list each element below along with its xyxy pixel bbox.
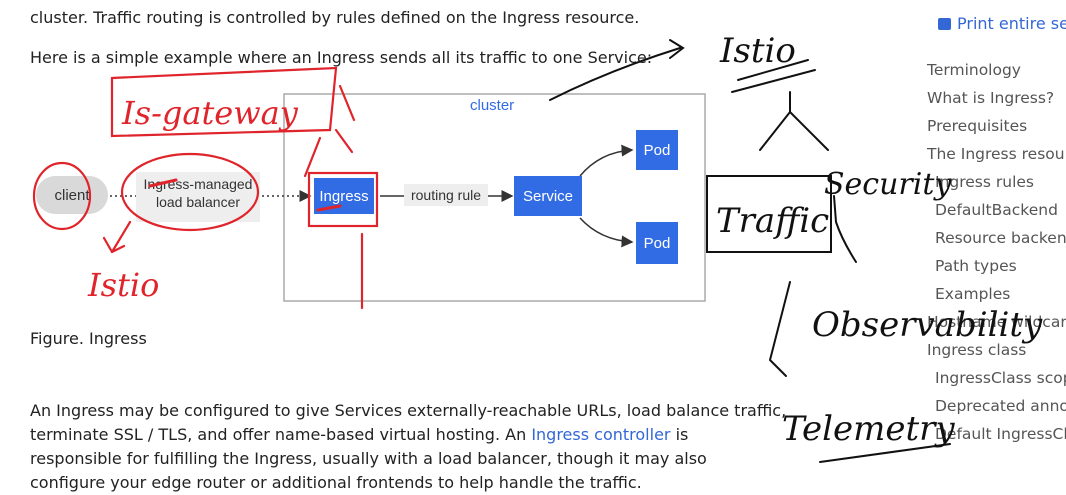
cluster-label: cluster [470,97,514,114]
paragraph-text: terminate SSL / TLS, and offer name-base… [30,425,532,444]
toc-item-prerequisites[interactable]: Prerequisites [927,117,1028,135]
service-label: Service [523,188,573,205]
cluster-box [283,93,706,302]
toc-item-ingressclass-scope[interactable]: IngressClass scope [935,369,1066,387]
service-to-pod-top-arrow [579,144,634,177]
toc-item-resource-backend[interactable]: Resource backend [935,229,1066,247]
ingress-label: Ingress [319,188,368,205]
paragraph-line-2: terminate SSL / TLS, and offer name-base… [30,423,688,447]
intro-text: Here is a simple example where an Ingres… [30,48,653,67]
pod-label-top: Pod [644,142,671,159]
print-link-label: Print entire sec [957,14,1066,33]
lb-label-line1: Ingress-managed [144,176,253,192]
lb-label-line2: load balancer [156,194,240,210]
print-entire-section-link[interactable]: Print entire sec [938,14,1066,33]
toc-item-ingress-resource[interactable]: The Ingress resourc [927,145,1066,163]
toc-item-terminology[interactable]: Terminology [927,61,1021,79]
printer-icon [938,18,951,30]
article-line-top: cluster. Traffic routing is controlled b… [30,8,640,27]
pod-node-bottom [636,222,678,264]
toc-item-hostname-wildcard[interactable]: Hostname wildcard [927,313,1066,331]
paragraph-text: is [670,425,689,444]
routing-rule-box [404,184,488,206]
paragraph-line-1: An Ingress may be configured to give Ser… [30,401,787,420]
routing-rule-label: routing rule [411,187,481,203]
toc-item-ingress-class[interactable]: Ingress class [927,341,1027,359]
toc-item-ingress-rules[interactable]: Ingress rules [935,173,1034,191]
ingress-controller-link[interactable]: Ingress controller [531,425,671,444]
toc-item-what-is-ingress[interactable]: What is Ingress? [927,89,1055,107]
toc-item-default-ingressclass[interactable]: Default IngressClas [935,425,1066,443]
toc-item-path-types[interactable]: Path types [935,257,1017,275]
pod-label-bottom: Pod [644,235,671,252]
service-to-pod-bottom-arrow [579,217,634,248]
figure-caption: Figure. Ingress [30,329,147,348]
toc-item-deprecated-annotation[interactable]: Deprecated annot [935,397,1066,415]
pod-node-top [636,130,678,170]
toc-item-default-backend[interactable]: DefaultBackend [935,201,1058,219]
client-label: client [54,187,90,204]
service-node [514,176,582,216]
toc-item-examples[interactable]: Examples [935,285,1011,303]
paragraph-line-3: responsible for fulfilling the Ingress, … [30,449,707,468]
